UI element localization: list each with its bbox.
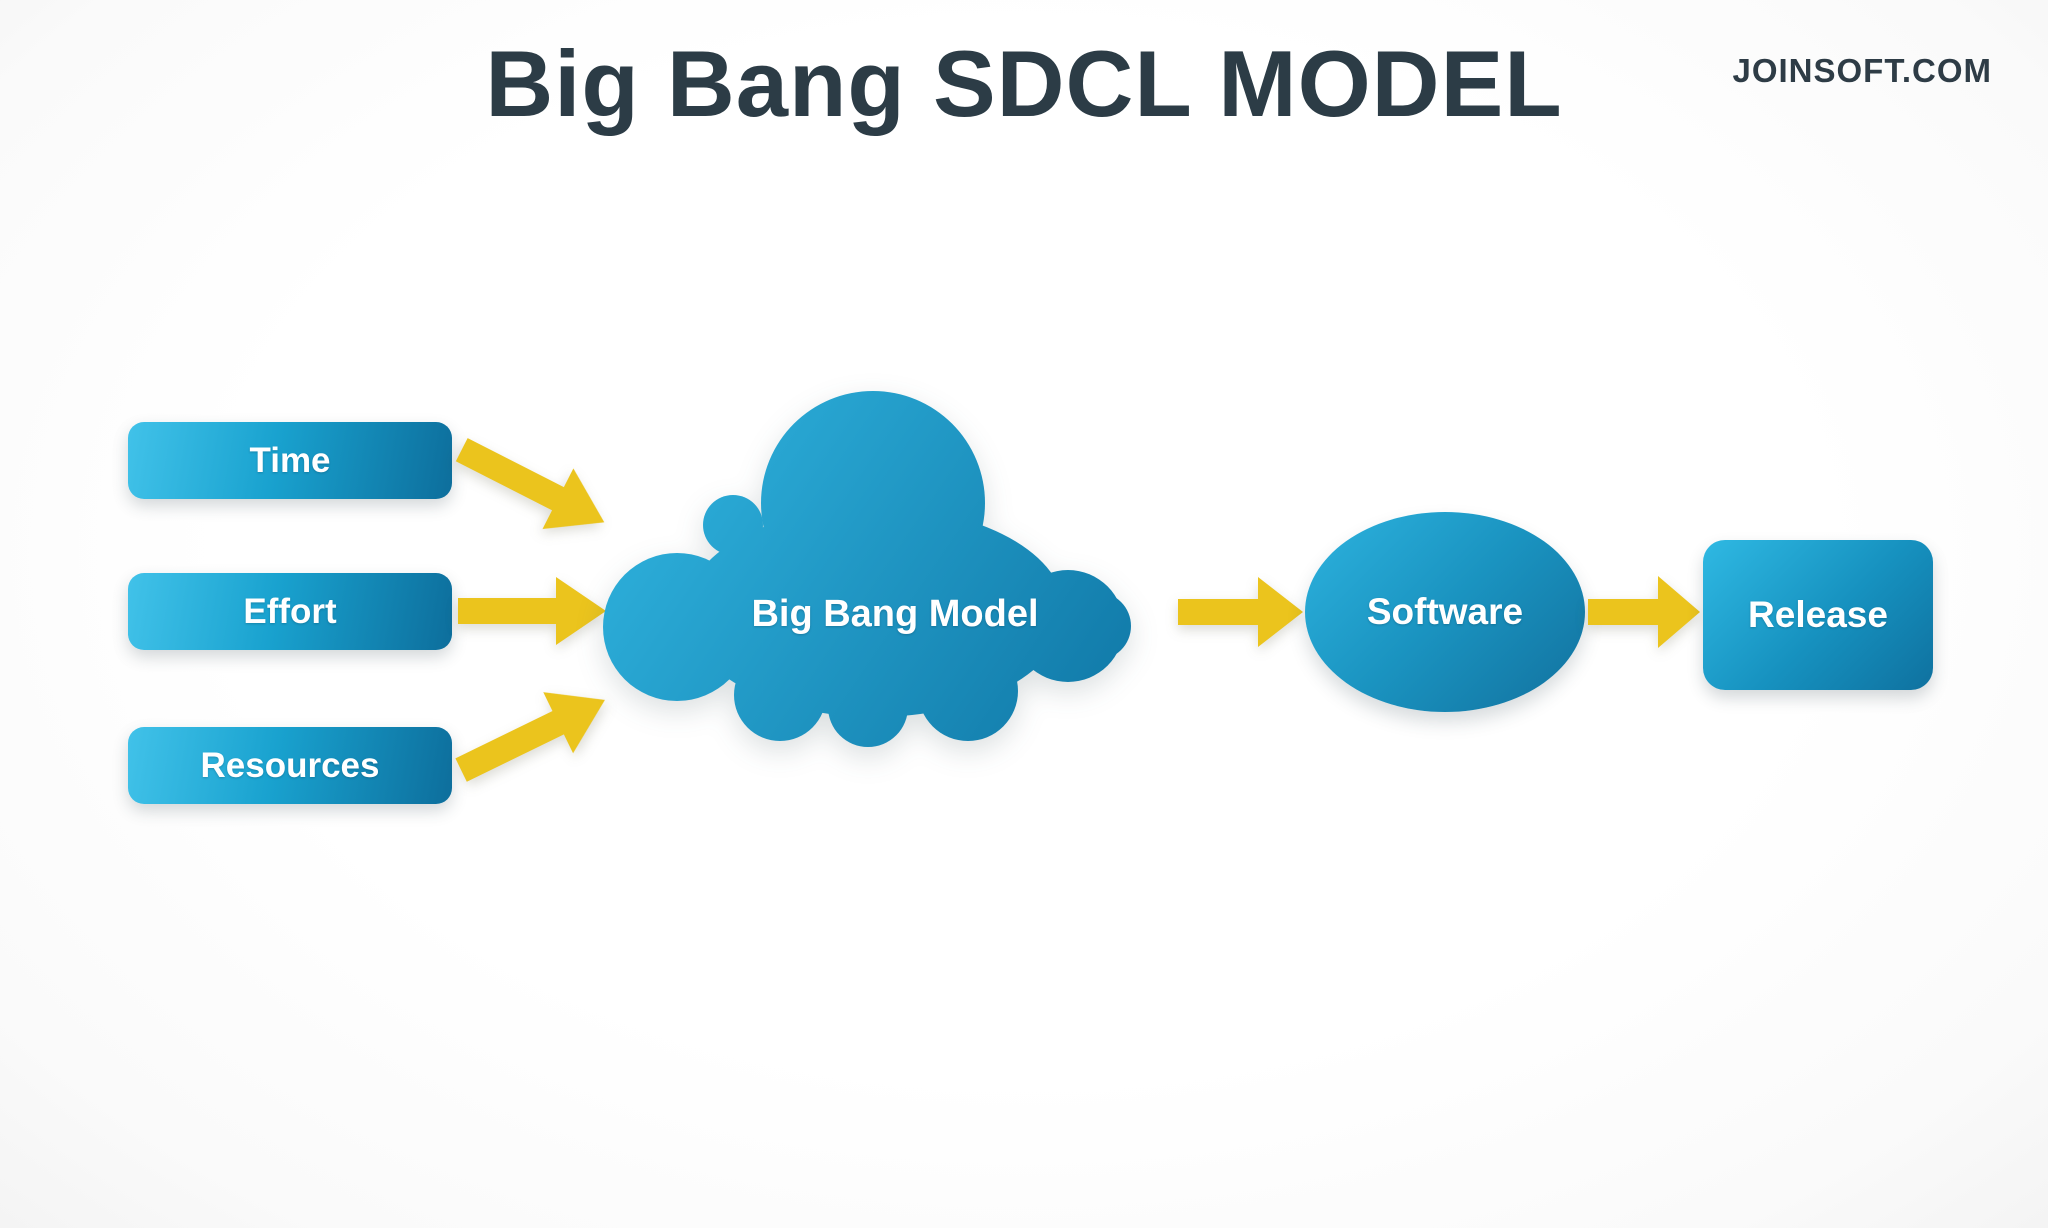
cloud-shape: [603, 391, 1131, 747]
resources-to-model-arrow-icon: [455, 692, 605, 782]
release-node: Release: [1703, 540, 1933, 690]
input-node-effort-label: Effort: [243, 591, 337, 631]
process-node-label: Big Bang Model: [751, 592, 1039, 635]
input-node-effort: Effort: [128, 573, 452, 650]
model-to-software-arrow-icon: [1178, 577, 1303, 647]
software-node-label: Software: [1366, 591, 1524, 632]
effort-to-model-arrow-icon: [458, 577, 606, 645]
input-node-time-label: Time: [249, 440, 331, 480]
input-node-time: Time: [128, 422, 452, 499]
software-node: Software: [1305, 512, 1585, 712]
input-node-resources: Resources: [128, 727, 452, 804]
input-node-resources-label: Resources: [200, 745, 380, 785]
brand-watermark: JOINSOFT.COM: [1732, 52, 1992, 89]
page-title: Big Bang SDCL MODEL: [485, 31, 1563, 136]
time-to-model-arrow-icon: [455, 438, 605, 530]
software-to-release-arrow-icon: [1588, 576, 1700, 648]
release-node-label: Release: [1748, 594, 1888, 635]
